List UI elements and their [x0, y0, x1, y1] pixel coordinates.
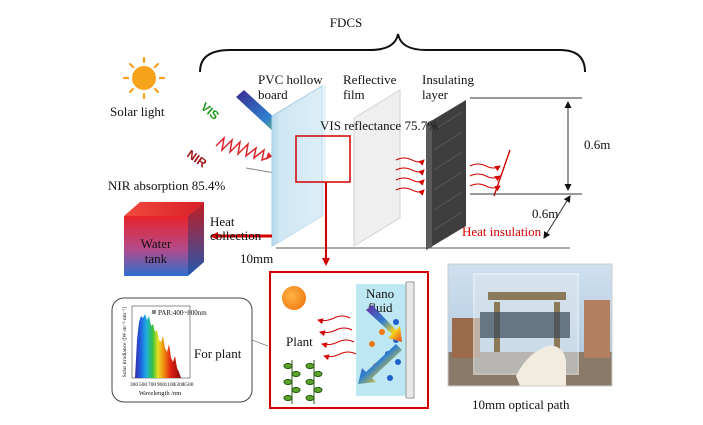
insulating-label-1: Insulating: [422, 72, 474, 87]
height-label: 0.6m: [584, 137, 610, 152]
xtick: 500: [139, 382, 148, 388]
heat-insulation-label: Heat insulation: [462, 224, 542, 239]
for-plant-label: For plant: [194, 346, 242, 361]
xtick: 1300: [174, 382, 185, 388]
zoom-box: [295, 135, 351, 183]
spectrum-xlabel: Wavelength /nm: [139, 390, 182, 397]
water-tank: [124, 202, 204, 276]
nir-wave-head: [266, 152, 272, 160]
heat-collection-label-1: Heat: [210, 214, 235, 229]
xtick: 900: [157, 382, 166, 388]
reflective-label-2: film: [343, 87, 365, 102]
reflective-film: [353, 89, 401, 247]
sample-photo: [447, 263, 613, 387]
spectrum-area: [135, 314, 181, 378]
detail-vis-arrow-out: [358, 344, 402, 384]
dimension-height: [470, 97, 582, 195]
xtick: 1500: [183, 382, 194, 388]
depth-label: 0.6m: [532, 206, 558, 221]
nir-absorption-label: NIR absorption 85.4%: [108, 178, 226, 193]
heat-arrows-blocked: [469, 149, 511, 197]
xtick: 700: [148, 382, 157, 388]
detail-film: [405, 281, 415, 399]
fdcs-title: FDCS: [330, 15, 363, 30]
insulating-layer-edge: [426, 120, 432, 250]
reflective-label-1: Reflective: [343, 72, 397, 87]
plant-label: Plant: [286, 334, 313, 349]
insulating-texture: [433, 111, 463, 231]
pvc-label-1: PVC hollow: [258, 72, 323, 87]
pvc-label-2: board: [258, 87, 288, 102]
heat-collection-label-2: collection: [210, 228, 262, 243]
fdcs-brace: [199, 33, 586, 73]
xtick: 1100: [165, 382, 176, 388]
spectrum-ylabel: Solar irradiance /[W·m⁻²·nm⁻¹]: [122, 306, 128, 377]
water-tank-label-1: Water: [141, 236, 172, 251]
optical-path-label: 10mm optical path: [472, 397, 570, 412]
inset-connector: [251, 339, 269, 347]
vis-label: VIS: [198, 100, 222, 123]
detail-heat-arrows: [317, 315, 357, 361]
detail-vis-arrow-in: [366, 305, 402, 342]
sun-orange-icon: [282, 286, 306, 310]
nir-wave: [215, 135, 273, 162]
insulating-layer: [426, 100, 466, 250]
solar-light-label: Solar light: [110, 104, 165, 119]
thickness-label: 10mm: [240, 251, 273, 266]
sun-icon: [122, 56, 166, 100]
pvc-panel-back: [278, 84, 326, 244]
nir-label: NIR: [184, 147, 209, 171]
insulating-label-2: layer: [422, 87, 449, 102]
par-legend-swatch: [152, 310, 156, 314]
par-legend: PAR:400~800nm: [158, 309, 207, 317]
plant-icon: [283, 360, 323, 404]
nano-label-1: Nano: [366, 286, 394, 301]
water-tank-label-2: tank: [145, 251, 168, 266]
dimension-depth: [543, 195, 571, 239]
xtick: 300: [130, 382, 139, 388]
heat-arrows-film: [395, 157, 425, 196]
spectrum-xticks: 300 500 700 900 1100 1300 1500: [130, 382, 194, 388]
vis-reflectance-label: VIS reflectance 75.7%: [320, 118, 438, 133]
